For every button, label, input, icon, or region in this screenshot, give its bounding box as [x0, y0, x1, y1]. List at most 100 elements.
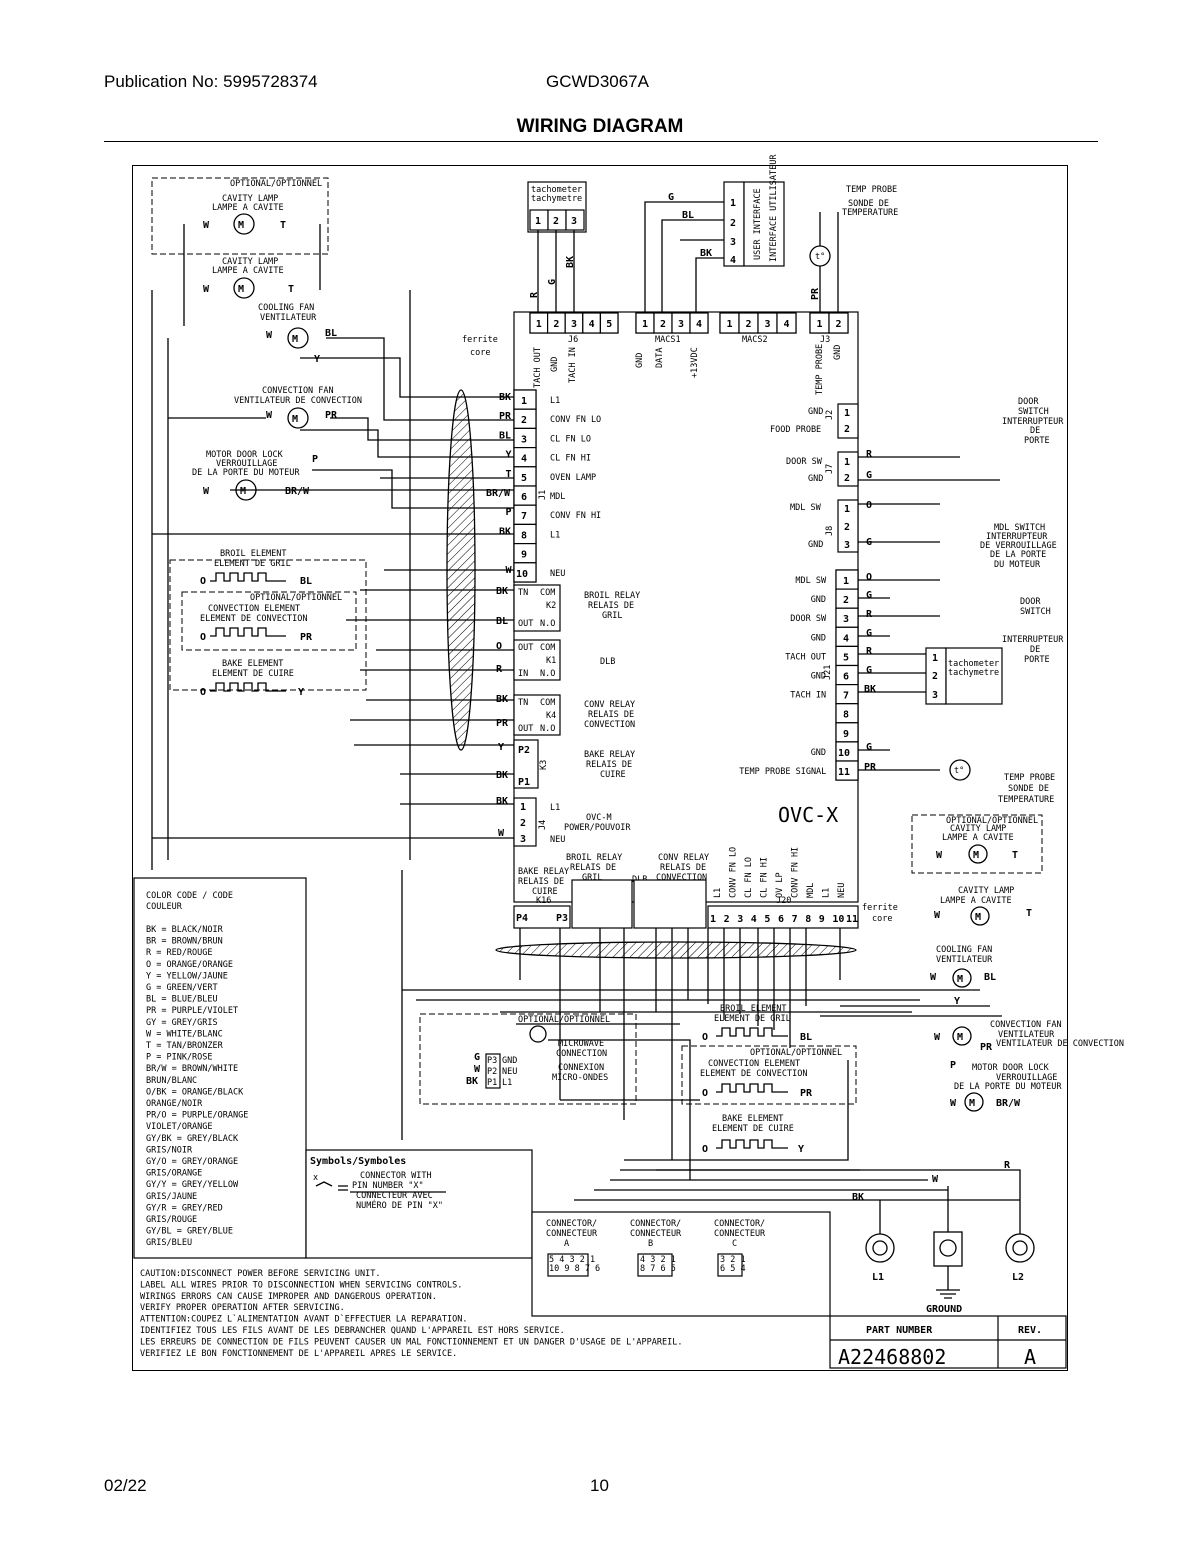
svg-text:G: G	[474, 1052, 480, 1063]
svg-text:VENTILATEUR DE CONVECTION: VENTILATEUR DE CONVECTION	[996, 1039, 1124, 1049]
svg-text:K4: K4	[546, 711, 556, 721]
svg-text:3: 3	[730, 237, 736, 248]
svg-text:L1: L1	[502, 1078, 512, 1088]
svg-text:VENTILATEUR DE CONVECTION: VENTILATEUR DE CONVECTION	[234, 396, 362, 406]
svg-text:W: W	[950, 1098, 957, 1109]
model-number: GCWD3067A	[546, 72, 649, 91]
svg-text:PR: PR	[980, 1042, 993, 1053]
pin-number: 2	[746, 319, 752, 330]
j21-pin-number: 3	[843, 614, 849, 625]
color-code-row: O/BK = ORANGE/BLACK	[146, 1087, 244, 1097]
svg-text:BK: BK	[496, 586, 508, 597]
svg-text:M: M	[238, 220, 244, 231]
svg-text:GND: GND	[808, 474, 823, 484]
svg-text:K3: K3	[539, 760, 549, 770]
caution-line: VERIFY PROPER OPERATION AFTER SERVICING.	[140, 1303, 345, 1313]
svg-text:2: 2	[844, 473, 850, 484]
ovc-x-board	[513, 311, 859, 903]
color-code-row: GRIS/BLEU	[146, 1238, 192, 1248]
svg-text:P1: P1	[487, 1078, 497, 1088]
svg-text:MACS1: MACS1	[655, 335, 681, 345]
svg-text:CONNECTION: CONNECTION	[556, 1049, 607, 1059]
svg-text:ELEMENT DE GRIL: ELEMENT DE GRIL	[214, 559, 291, 569]
svg-text:tachometer: tachometer	[948, 659, 999, 669]
color-code-row: R = RED/ROUGE	[146, 948, 213, 958]
pin-cell	[828, 312, 849, 334]
svg-text:1: 1	[844, 504, 850, 515]
svg-text:8 7 6 5: 8 7 6 5	[640, 1264, 676, 1274]
svg-text:CONNECTOR WITH: CONNECTOR WITH	[360, 1171, 432, 1181]
svg-text:LAMPE A CAVITE: LAMPE A CAVITE	[940, 896, 1012, 906]
j1-pin-number: 3	[521, 434, 527, 445]
color-code-row: GY/BK = GREY/BLACK	[146, 1134, 239, 1144]
color-code-row: ORANGE/NOIR	[146, 1099, 203, 1109]
j1-wire-color: PR	[499, 411, 512, 422]
svg-text:M: M	[973, 850, 979, 861]
j1-pin-number: 10	[516, 569, 528, 580]
j20-pin-label: CL FN LO	[744, 857, 754, 898]
svg-text:R: R	[1004, 1160, 1011, 1171]
svg-text:USER INTERFACE: USER INTERFACE	[753, 188, 763, 260]
cooling-fan-icon	[287, 327, 309, 349]
svg-text:N.O: N.O	[540, 724, 555, 734]
connector-legend: CONNECTOR/CONNECTEURACONNECTOR/CONNECTEU…	[546, 1219, 766, 1249]
svg-text:MACS2: MACS2	[742, 335, 768, 345]
svg-text:W: W	[930, 972, 937, 983]
svg-text:J21: J21	[823, 665, 833, 680]
svg-text:M: M	[957, 1032, 963, 1043]
svg-text:BROIL RELAY: BROIL RELAY	[566, 853, 622, 863]
svg-text:t°: t°	[954, 766, 964, 776]
svg-text:O: O	[200, 687, 206, 698]
svg-text:tachymetre: tachymetre	[948, 668, 999, 678]
connector-title: CONNECTOR/	[714, 1219, 765, 1229]
svg-text:ELEMENT DE GRIL: ELEMENT DE GRIL	[714, 1014, 791, 1024]
j21-pin-number: 6	[843, 672, 849, 683]
j21-pin-label: TACH IN	[790, 691, 826, 701]
pin-number: 3	[571, 319, 577, 330]
svg-text:O: O	[200, 576, 206, 587]
svg-text:BK: BK	[565, 256, 576, 268]
svg-text:MOTOR DOOR LOCK: MOTOR DOOR LOCK	[972, 1063, 1050, 1073]
svg-text:SWITCH: SWITCH	[1018, 407, 1049, 417]
j21-pin-number: 10	[838, 748, 850, 759]
svg-text:R: R	[529, 291, 540, 298]
color-code-row: G = GREEN/VERT	[146, 983, 218, 993]
svg-text:P1: P1	[518, 777, 530, 788]
svg-text:R: R	[866, 609, 873, 620]
svg-text:BAKE ELEMENT: BAKE ELEMENT	[222, 659, 283, 669]
symbols-box	[305, 1149, 533, 1259]
j21-pin-number: 1	[843, 576, 849, 587]
board-name: OVC-X	[778, 803, 838, 827]
connector-title: CONNECTOR/	[630, 1219, 681, 1229]
svg-text:VENTILATEUR: VENTILATEUR	[998, 1030, 1055, 1040]
svg-text:NUMÉRO DE PIN "X": NUMÉRO DE PIN "X"	[356, 1199, 443, 1211]
j21-pin-label: GND	[811, 672, 826, 682]
svg-text:W: W	[203, 486, 210, 497]
svg-text:TACH IN: TACH IN	[568, 347, 578, 383]
connector-title-fr: CONNECTEUR	[630, 1229, 682, 1239]
svg-text:P3: P3	[487, 1056, 497, 1066]
svg-text:1: 1	[932, 653, 938, 664]
pin-number: 2	[553, 319, 559, 330]
svg-text:BK: BK	[864, 684, 876, 695]
svg-text:DE: DE	[1030, 426, 1040, 436]
svg-text:PORTE: PORTE	[1024, 655, 1050, 665]
j1-wire-color: BL	[499, 430, 511, 441]
svg-text:GND: GND	[502, 1056, 517, 1066]
j20-pin-number: 11	[846, 914, 858, 925]
svg-text:TN: TN	[518, 698, 528, 708]
svg-text:IN: IN	[518, 669, 528, 679]
svg-text:M: M	[969, 1098, 975, 1109]
connector-title-fr: CONNECTEUR	[546, 1229, 598, 1239]
svg-text:G: G	[668, 192, 674, 203]
color-code-row: W = WHITE/BLANC	[146, 1029, 223, 1039]
j21-pin-label: DOOR SW	[790, 614, 827, 624]
svg-text:PR: PR	[864, 762, 877, 773]
svg-text:MOTOR DOOR LOCK: MOTOR DOOR LOCK	[206, 450, 284, 460]
svg-text:CONV RELAY: CONV RELAY	[584, 700, 635, 710]
pin-number: 4	[784, 319, 790, 330]
svg-text:CONV RELAY: CONV RELAY	[658, 853, 709, 863]
svg-text:PORTE: PORTE	[1024, 436, 1050, 446]
